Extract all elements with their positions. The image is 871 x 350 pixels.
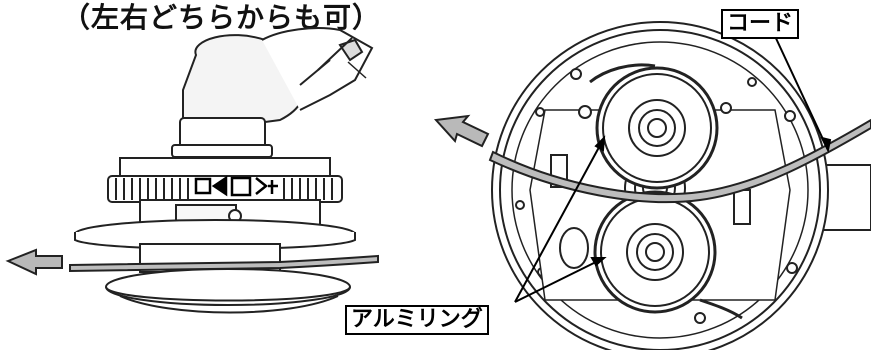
label-cord: コード xyxy=(721,9,800,39)
label-aluminum-ring: アルミリング xyxy=(345,305,489,335)
right-cord xyxy=(488,118,871,204)
right-direction-arrow xyxy=(433,114,490,148)
leader-lines xyxy=(514,33,832,303)
left-direction-arrow xyxy=(5,248,63,276)
trimmer-head-side-view xyxy=(74,27,374,314)
trimmer-head-top-view xyxy=(491,21,871,350)
dial-symbols xyxy=(194,175,278,197)
knurl-marks xyxy=(115,178,333,200)
left-cord xyxy=(69,254,379,273)
